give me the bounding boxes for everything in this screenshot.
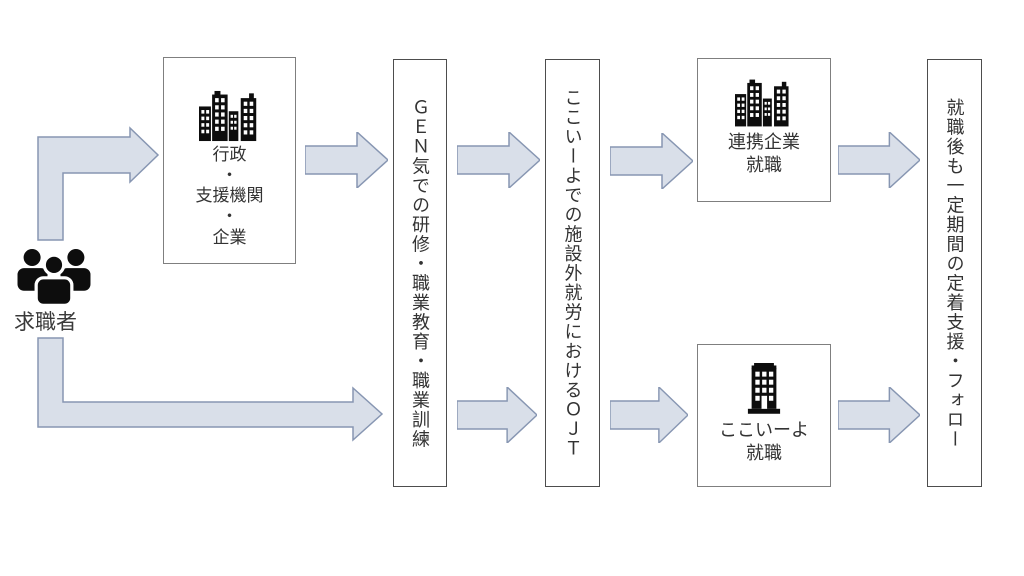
node-ojt: ここいーよでの施設外就労におけるＯＪＴ [545,59,600,487]
people-group-icon [14,247,94,307]
training-to-ojt-top-arrow [457,132,540,188]
node-followup: 就職後も一定期間の定着支援・フォロー [927,59,982,487]
training-to-ojt-bottom-arrow [457,387,537,443]
training-label: ＧＥＮ気での研修・職業教育・職業訓練 [411,98,429,449]
city-buildings-icon [199,90,261,142]
node-kokoiyo-employment: ここいーよ 就職 [697,344,831,487]
agencies-label: 行政 ・ 支援機関 ・ 企業 [196,145,264,249]
ojt-to-partner-arrow [610,133,693,189]
ojt-to-kokoiyo-arrow [610,387,688,443]
kokoiyo-employment-label: ここいーよ 就職 [719,419,809,465]
partner-employment-label: 連携企業 就職 [728,131,800,177]
office-building-icon [741,363,787,415]
agencies-to-training-arrow [305,132,388,188]
actor-label: 求職者 [14,306,100,336]
node-partner-employment: 連携企業 就職 [697,58,831,202]
actor-to-training-bent-arrow [36,336,384,442]
node-agencies: 行政 ・ 支援機関 ・ 企業 [163,57,296,264]
ojt-label: ここいーよでの施設外就労におけるＯＪＴ [564,88,582,459]
partner-to-follow-arrow [838,132,920,188]
kokoiyo-to-follow-arrow [838,387,920,443]
followup-label: 就職後も一定期間の定着支援・フォロー [946,98,964,449]
node-training: ＧＥＮ気での研修・職業教育・職業訓練 [393,59,447,487]
actor-to-agencies-bent-arrow [36,126,160,242]
city-buildings-icon [735,79,793,127]
